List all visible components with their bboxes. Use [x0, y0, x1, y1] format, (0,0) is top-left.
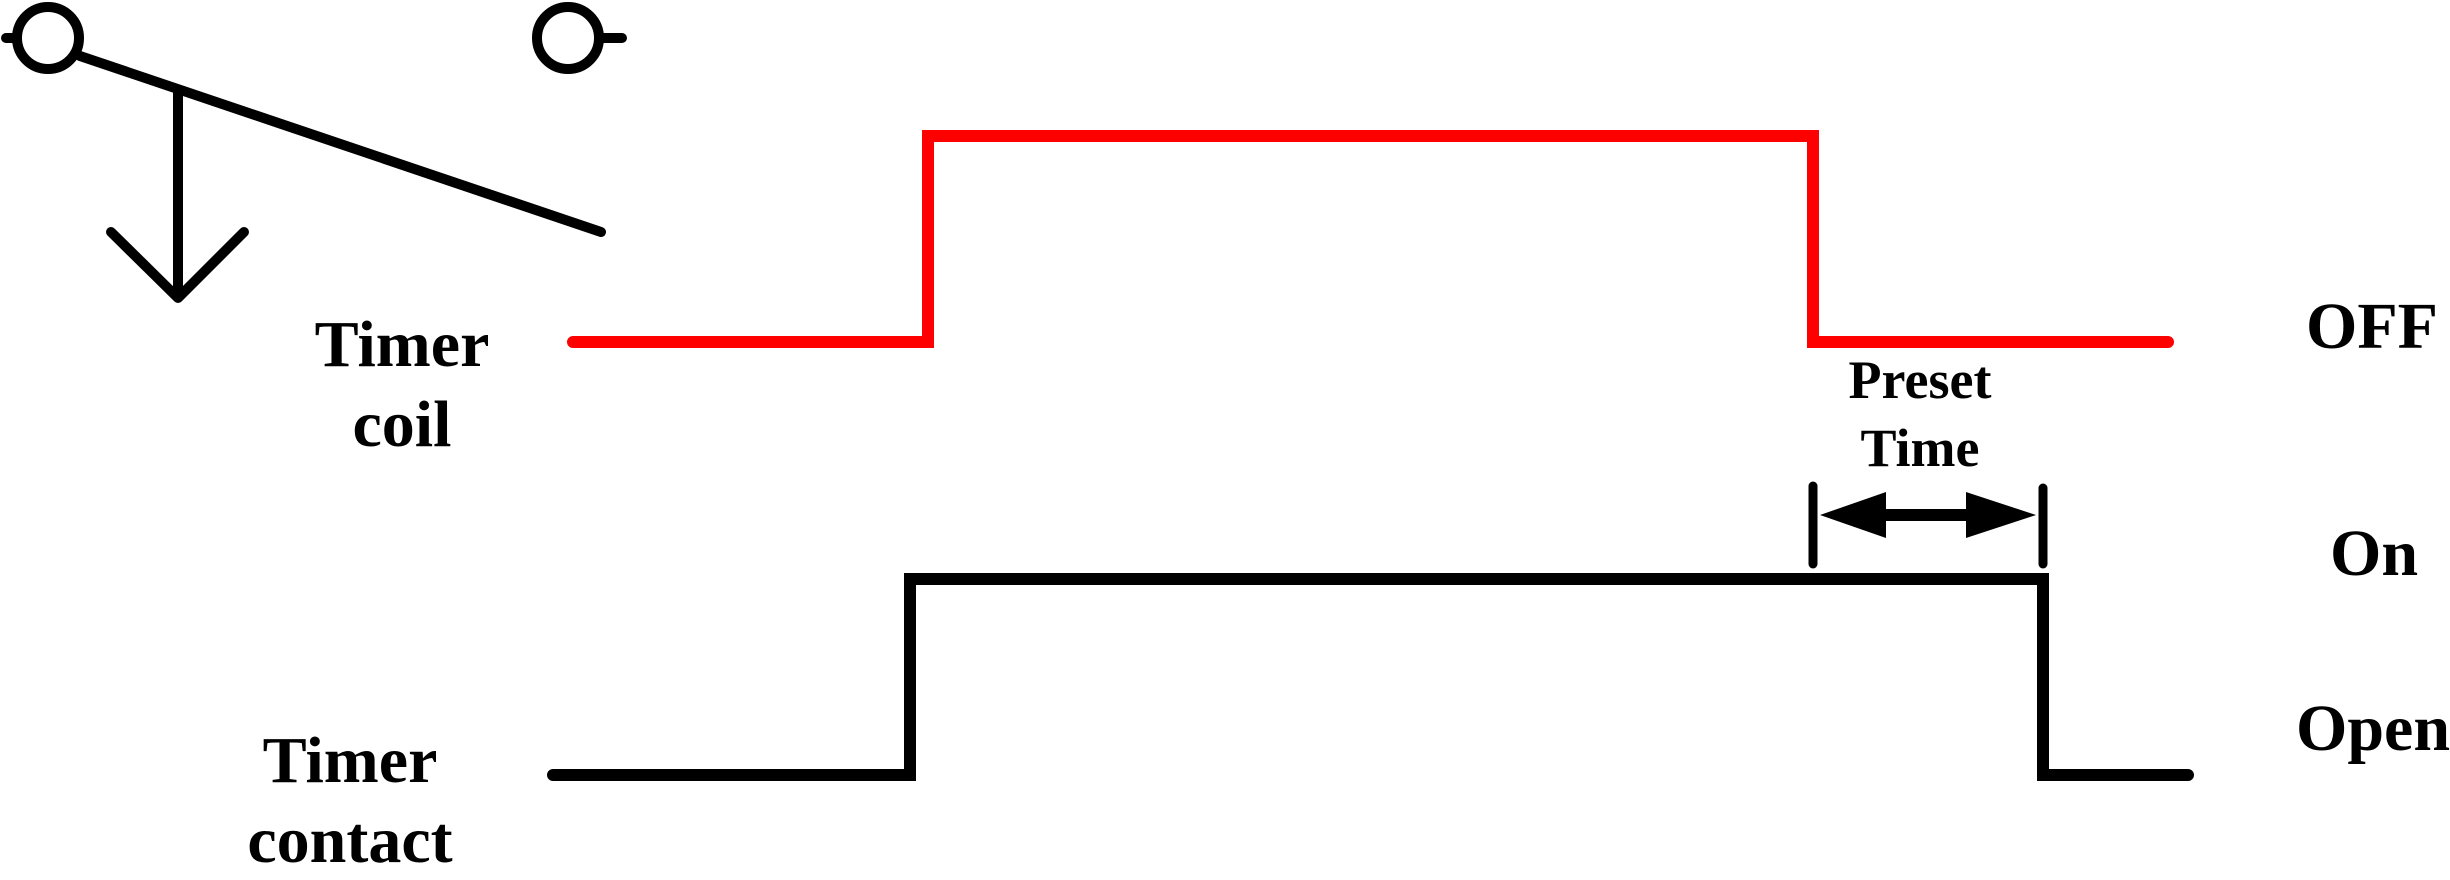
state-label-open: Open: [2296, 692, 2450, 765]
right-terminal-circle: [532, 2, 604, 74]
timer-contact-label-line1: Timer: [263, 724, 438, 797]
preset-time-indicator: [1808, 481, 2048, 569]
timer-coil-label-line1: Timer: [315, 308, 490, 381]
preset-arrow-right-head-icon: [1966, 492, 2036, 538]
timer-contact-symbol-icon: [1, 2, 627, 303]
left-terminal-circle: [12, 2, 84, 74]
timer-contact-waveform: [547, 573, 2194, 781]
timer-contact-label-line2: contact: [247, 804, 452, 877]
state-label-off: OFF: [2306, 290, 2438, 363]
timer-coil-label-line2: coil: [353, 388, 452, 461]
preset-time-label-line1: Preset: [1849, 350, 1992, 410]
preset-time-label-line2: Time: [1861, 418, 1980, 478]
timer-coil-waveform: [567, 130, 2174, 348]
delay-arrowhead-icon: [106, 227, 249, 303]
contact-blade: [75, 51, 606, 237]
preset-arrow-left-head-icon: [1820, 492, 1886, 538]
state-label-on: On: [2330, 517, 2418, 590]
